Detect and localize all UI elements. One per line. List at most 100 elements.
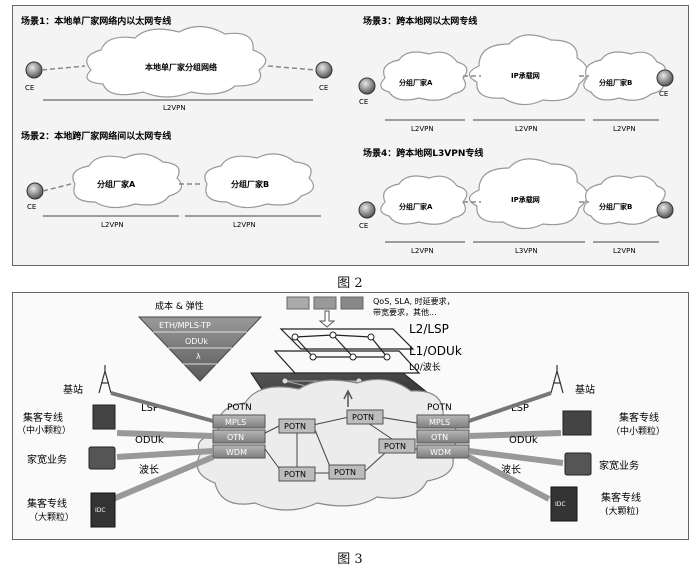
stack-mpls: MPLS — [429, 418, 450, 427]
span-label: L2VPN — [163, 104, 186, 112]
router-icon — [315, 61, 333, 79]
transport-cloud — [196, 378, 458, 511]
span-label: L2VPN — [613, 247, 636, 255]
cloud-label: 分组厂家B — [599, 78, 632, 87]
cloud-label: 本地单厂家分组网络 — [144, 62, 217, 72]
cloud-shape — [583, 51, 666, 101]
potn-node: POTN — [334, 468, 356, 477]
ce-label: CE — [359, 98, 368, 106]
potn-stack-label: POTN — [427, 403, 452, 413]
ce-label: CE — [359, 222, 368, 230]
span-label: L2VPN — [101, 221, 124, 229]
potn-node: POTN — [384, 442, 406, 451]
idc-rack-icon — [90, 492, 116, 528]
figure-2-panel: 场景1：本地单厂家网络内以太网专线 CE CE 本地单厂家分组网络 L2VPN … — [12, 5, 689, 266]
potn-node: POTN — [284, 422, 306, 431]
ce-label: CE — [27, 203, 36, 211]
figure-3-panel: 成本 & 弹性 ETH/MPLS-TP ODUk λ QoS, SLA, 时延要… — [12, 292, 689, 540]
right-lsp: LSP — [511, 403, 529, 414]
left-lsp: LSP — [141, 403, 159, 414]
triangle-title: 成本 & 弹性 — [155, 300, 204, 312]
right-oduk: ODUk — [509, 435, 538, 446]
scene2-title: 场景2：本地跨厂家网络间以太网专线 — [21, 130, 171, 142]
cost-flex-triangle — [137, 316, 263, 382]
left-group-small-2: （中小颗粒） — [17, 424, 71, 436]
figure-3-caption: 图 3 — [337, 552, 363, 567]
server-icon — [562, 410, 592, 436]
span-label: L2VPN — [515, 125, 538, 133]
cloud-label: 分组厂家B — [599, 202, 632, 211]
left-group-large-2: （大颗粒） — [29, 511, 74, 523]
left-home: 家宽业务 — [27, 453, 67, 466]
cloud-shape — [72, 153, 183, 209]
scene1-title: 场景1：本地单厂家网络内以太网专线 — [21, 15, 171, 27]
cloud-shape — [468, 158, 589, 230]
router-icon — [26, 182, 44, 200]
cloud-label: 分组厂家A — [399, 202, 433, 211]
ce-label: CE — [319, 84, 328, 92]
router-icon — [358, 201, 376, 219]
scene3-title: 场景3：跨本地网以太网专线 — [363, 15, 477, 27]
potn-node: POTN — [284, 470, 306, 479]
cloud-shape — [583, 175, 666, 225]
left-idc: IDC — [95, 507, 106, 514]
cloud-shape — [380, 175, 468, 225]
potn-stack-label: POTN — [227, 403, 252, 413]
stack-wdm: WDM — [226, 448, 247, 457]
idc-rack-icon — [550, 486, 578, 522]
right-base-station: 基站 — [575, 383, 595, 396]
right-wave: 波长 — [501, 463, 521, 476]
right-group-small-1: 集客专线 — [619, 411, 659, 424]
router-icon — [358, 77, 376, 95]
cloud-shape — [204, 153, 315, 209]
cloud-label: IP承载网 — [511, 195, 540, 204]
home-gateway-icon — [88, 446, 116, 470]
figure-3-diagram: 成本 & 弹性 ETH/MPLS-TP ODUk λ QoS, SLA, 时延要… — [17, 296, 665, 528]
left-oduk: ODUk — [135, 435, 164, 446]
right-group-large-1: 集客专线 — [601, 491, 641, 504]
layer-l2-label: L2/LSP — [409, 322, 449, 336]
left-group-small-1: 集客专线 — [23, 411, 63, 424]
figure-2-caption: 图 2 — [337, 276, 363, 291]
requirements-line-1: QoS, SLA, 时延要求， — [373, 296, 455, 306]
left-base-station: 基站 — [63, 383, 83, 396]
antenna-tower-icon — [550, 365, 564, 394]
left-group-large-1: 集客专线 — [27, 497, 67, 510]
cloud-shape — [468, 34, 589, 106]
span-label: L2VPN — [411, 247, 434, 255]
stack-wdm: WDM — [430, 448, 451, 457]
span-label: L2VPN — [613, 125, 636, 133]
cloud-label: 分组厂家B — [231, 179, 269, 189]
figure-2-diagram: 场景1：本地单厂家网络内以太网专线 CE CE 本地单厂家分组网络 L2VPN … — [21, 15, 674, 255]
requirements-line-2: 带宽要求，其他... — [373, 307, 437, 317]
right-idc: IDC — [555, 501, 566, 508]
stack-otn: OTN — [431, 433, 448, 442]
scene4-title: 场景4：跨本地网L3VPN专线 — [363, 147, 483, 159]
span-label: L2VPN — [233, 221, 256, 229]
triangle-layer-1: ETH/MPLS-TP — [159, 321, 211, 330]
left-wave: 波长 — [139, 463, 159, 476]
router-icon — [25, 61, 43, 79]
stack-mpls: MPLS — [225, 418, 246, 427]
home-gateway-icon — [564, 452, 592, 476]
cloud-label: 分组厂家A — [97, 179, 136, 189]
span-label: L3VPN — [515, 247, 538, 255]
triangle-layer-3: λ — [196, 352, 201, 361]
triangle-layer-2: ODUk — [185, 337, 208, 346]
right-group-small-2: （中小颗粒） — [611, 425, 665, 437]
cloud-label: 分组厂家A — [399, 78, 433, 87]
right-home: 家宽业务 — [599, 459, 639, 472]
router-icon — [656, 201, 674, 219]
span-label: L2VPN — [411, 125, 434, 133]
cloud-shape — [380, 51, 468, 101]
router-icon — [656, 69, 674, 87]
potn-node: POTN — [352, 413, 374, 422]
server-icon — [92, 404, 116, 430]
layer-l1-label: L1/ODUk — [409, 344, 462, 358]
stack-otn: OTN — [227, 433, 244, 442]
ce-label: CE — [659, 90, 668, 98]
ce-label: CE — [25, 84, 34, 92]
right-group-large-2: (大颗粒) — [605, 505, 639, 517]
layer-l0-label: L0/波长 — [409, 361, 441, 373]
cloud-shape — [86, 25, 267, 98]
